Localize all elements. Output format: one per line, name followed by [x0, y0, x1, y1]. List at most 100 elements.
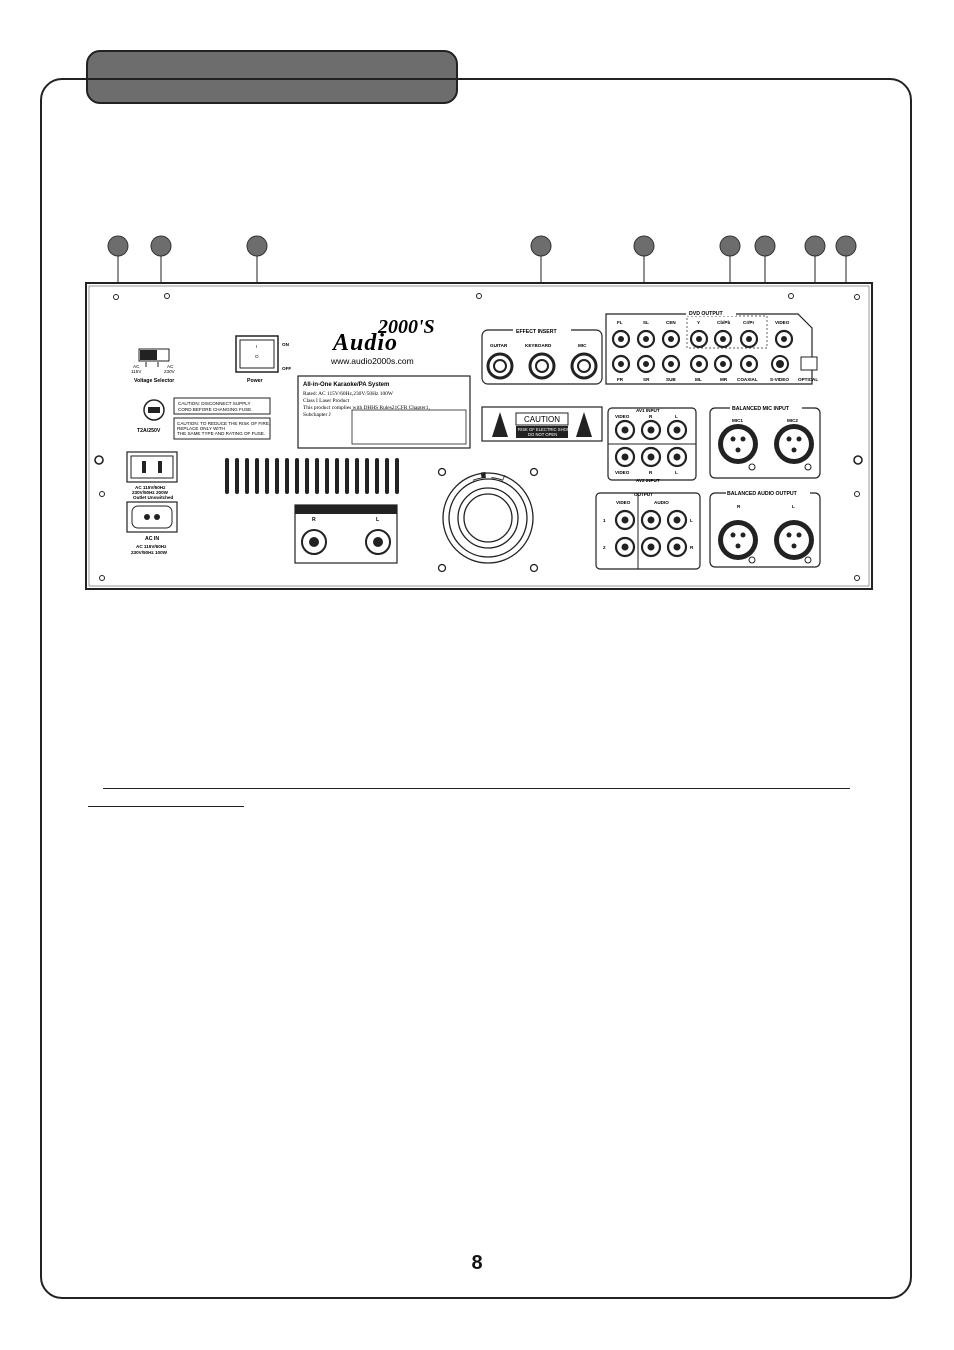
section-header-tab — [86, 50, 458, 104]
effect-insert: EFFECT INSERT GUITAR KEYBOARD MIC — [481, 326, 603, 385]
svg-text:L: L — [675, 414, 678, 419]
callout-7 — [754, 235, 776, 257]
voltage-right-top: AC — [167, 364, 174, 369]
vent-slots — [225, 458, 399, 494]
dvd-output: DVD OUTPUT FL SL CEN Y Cb/Pb Cr/Pr VIDEO… — [605, 308, 818, 385]
svg-text:AV2 INPUT: AV2 INPUT — [636, 478, 660, 483]
svg-text:2: 2 — [603, 545, 606, 550]
callout-2 — [150, 235, 172, 257]
svg-text:R: R — [649, 470, 653, 475]
callout-9 — [835, 235, 857, 257]
optical-port[interactable] — [800, 356, 818, 371]
svg-text:BALANCED MIC INPUT: BALANCED MIC INPUT — [732, 406, 790, 412]
mic1-xlr[interactable] — [718, 424, 758, 471]
svg-text:VIDEO: VIDEO — [615, 414, 630, 419]
svg-text:ML: ML — [695, 377, 702, 382]
power-off-symbol: O — [255, 354, 259, 359]
svg-text:Outlet Unswitched: Outlet Unswitched — [133, 495, 174, 500]
callouts — [107, 235, 857, 257]
svg-text:KEYBOARD: KEYBOARD — [525, 343, 552, 348]
callout-3 — [246, 235, 268, 257]
website: www.audio2000s.com — [330, 356, 414, 366]
svg-text:REPLACE ONLY WITH: REPLACE ONLY WITH — [177, 426, 225, 431]
callout-6 — [719, 235, 741, 257]
svg-text:Class I Laser Product: Class I Laser Product — [303, 398, 350, 404]
mic2-xlr[interactable] — [774, 424, 814, 471]
brand-logo: 2000'S Audio www.audio2000s.com — [330, 316, 435, 366]
svg-text:AC 115V/60Hz: AC 115V/60Hz — [136, 544, 167, 549]
svg-text:FL: FL — [617, 320, 623, 325]
logo-year: 2000'S — [377, 316, 435, 338]
svg-text:Rated: AC 115V/60Hz,230V/50Hz: Rated: AC 115V/60Hz,230V/50Hz 100W — [303, 391, 394, 397]
callout-4 — [530, 235, 552, 257]
fuse-holder[interactable]: T2A/250V — [137, 399, 165, 434]
svg-text:230V/50Hz 200W: 230V/50Hz 200W — [132, 490, 169, 495]
svg-text:AC IN: AC IN — [145, 536, 159, 542]
svg-text:CAUTION: CAUTION — [524, 415, 560, 424]
panel-screws — [99, 293, 860, 581]
divider-rule-short — [88, 806, 244, 807]
svg-text:Y: Y — [697, 320, 700, 325]
svg-text:AUDIO: AUDIO — [654, 500, 669, 505]
svg-text:MIC1: MIC1 — [732, 418, 743, 423]
svg-text:L: L — [675, 470, 678, 475]
svg-text:L: L — [792, 504, 795, 509]
caution-fire-box: CAUTION: TO REDUCE THE RISK OF FIRE, REP… — [173, 417, 271, 440]
svg-text:All-in-One Karaoke/PA System: All-in-One Karaoke/PA System — [303, 382, 389, 388]
av-inputs: AV1 INPUT AV2 INPUT VIDEO R L VIDEO R L — [607, 407, 697, 483]
svg-text:CEN: CEN — [666, 320, 676, 325]
divider-rule — [103, 788, 850, 789]
svg-text:MIC2: MIC2 — [787, 418, 798, 423]
voltage-left-top: AC — [133, 364, 140, 369]
power-switch[interactable]: I O ON OFF Power — [235, 335, 291, 384]
page-number: 8 — [471, 1252, 483, 1274]
voltage-left-bottom: 115V — [131, 369, 142, 374]
power-off-label: OFF — [282, 366, 291, 371]
ac-in-socket[interactable]: AC IN AC 115V/60Hz 230V/50Hz 100W — [126, 501, 178, 555]
voltage-right-bottom: 230V — [164, 369, 176, 374]
svg-text:FR: FR — [617, 377, 624, 382]
svg-text:S-VIDEO: S-VIDEO — [770, 377, 789, 382]
voltage-selector[interactable]: AC 115V AC 230V Voltage Selector — [131, 348, 176, 384]
cooling-fan — [437, 467, 539, 573]
svg-text:1: 1 — [603, 518, 606, 523]
ac-outlet[interactable]: AC 115V/60Hz 230V/50Hz 200W Outlet Unswi… — [126, 451, 178, 500]
svg-text:SL: SL — [643, 320, 649, 325]
av-output: OUTPUT VIDEO AUDIO 1 2 L R — [595, 492, 701, 570]
svg-text:CAUTION: DISCONNECT SUPPLY: CAUTION: DISCONNECT SUPPLY — [178, 401, 251, 406]
callout-8 — [804, 235, 826, 257]
svg-text:OPTICAL: OPTICAL — [798, 377, 818, 382]
caution-fuse-box: CAUTION: DISCONNECT SUPPLY CORD BEFORE C… — [173, 397, 271, 415]
balanced-mic-input: BALANCED MIC INPUT MIC1 MIC2 — [709, 402, 821, 479]
svg-text:OUTPUT: OUTPUT — [634, 492, 653, 497]
svg-text:Subchapter J: Subchapter J — [303, 412, 331, 418]
svg-text:DVD OUTPUT: DVD OUTPUT — [689, 311, 724, 317]
svg-text:R: R — [312, 517, 316, 523]
fuse-label: T2A/250V — [137, 428, 161, 434]
svg-text:R: R — [649, 414, 653, 419]
mounting-holes — [94, 455, 863, 465]
caution-sign: CAUTION RISK OF ELECTRIC SHOCK DO NOT OP… — [481, 406, 603, 442]
svg-text:Cb/Pb: Cb/Pb — [717, 320, 730, 325]
voltage-selector-label: Voltage Selector — [134, 378, 174, 384]
svg-text:VIDEO: VIDEO — [615, 470, 630, 475]
svg-text:THE SAME TYPE AND RATING OF FU: THE SAME TYPE AND RATING OF FUSE. — [177, 431, 265, 436]
svg-text:RISK OF ELECTRIC SHOCK: RISK OF ELECTRIC SHOCK — [518, 427, 573, 432]
speaker-output: R L — [294, 504, 398, 564]
svg-text:EFFECT INSERT: EFFECT INSERT — [516, 329, 557, 335]
svg-text:VIDEO: VIDEO — [775, 320, 790, 325]
svg-text:AV1 INPUT: AV1 INPUT — [636, 408, 660, 413]
callout-1 — [107, 235, 129, 257]
balanced-audio-output: BALANCED AUDIO OUTPUT R L — [709, 487, 821, 568]
svg-text:This product complies with DHH: This product complies with DHHS Rules21C… — [303, 405, 430, 411]
output-l-xlr[interactable] — [774, 520, 814, 564]
svg-text:COAXIAL: COAXIAL — [737, 377, 758, 382]
output-r-xlr[interactable] — [718, 520, 758, 564]
svg-text:L: L — [690, 518, 693, 523]
svg-text:MR: MR — [720, 377, 728, 382]
svg-text:GUITAR: GUITAR — [490, 343, 508, 348]
svg-text:VIDEO: VIDEO — [616, 500, 631, 505]
power-on-symbol: I — [256, 344, 257, 349]
svg-text:R: R — [690, 545, 694, 550]
